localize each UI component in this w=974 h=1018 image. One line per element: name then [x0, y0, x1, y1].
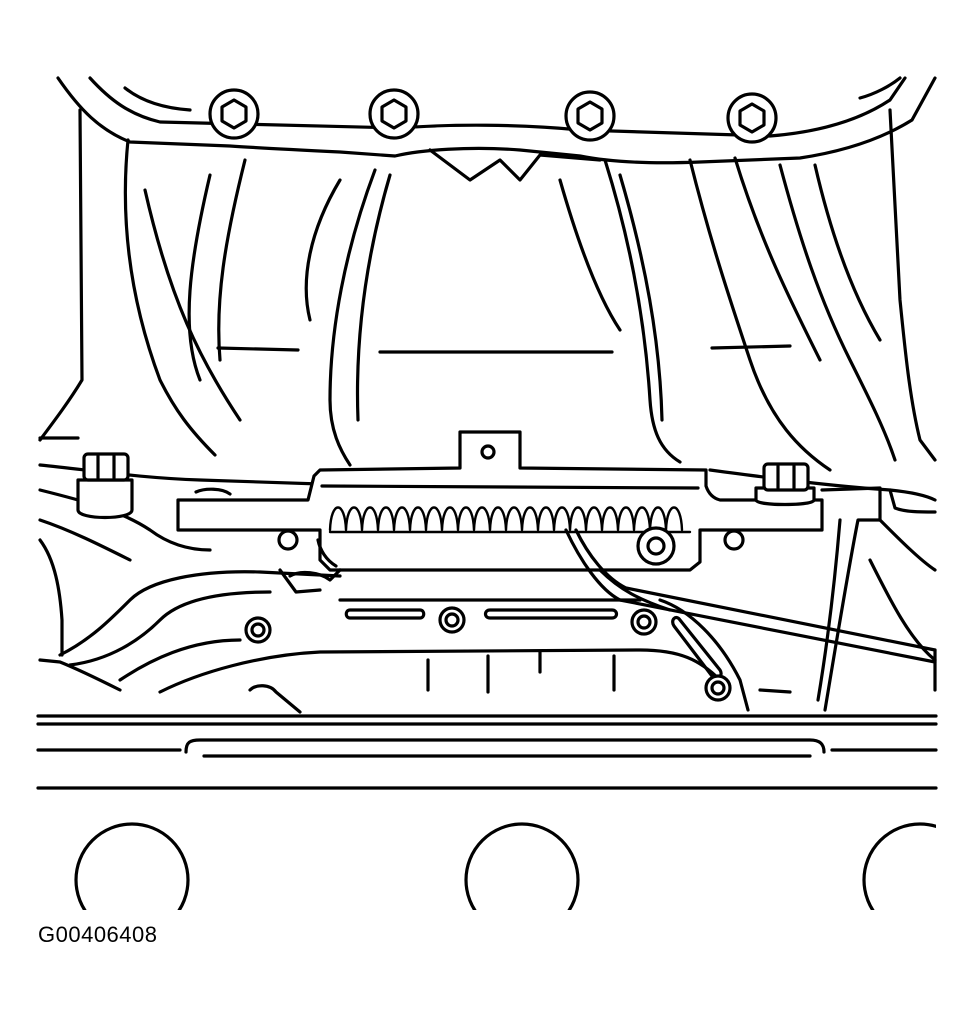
housing-bolt — [368, 88, 420, 140]
bell-housing-contours — [38, 108, 937, 472]
cylinder-bore — [464, 822, 580, 910]
tool-bolt-left — [76, 452, 134, 520]
tool-mounting-bolts — [76, 452, 816, 566]
figure-code-label: G00406408 — [38, 922, 158, 947]
stiffener-plate — [38, 568, 792, 714]
housing-bolt — [208, 88, 260, 140]
gear-tooth-profile — [328, 506, 684, 532]
crank-bolt — [636, 526, 676, 566]
flywheel-holder-tool — [176, 430, 824, 572]
housing-bolt — [564, 90, 616, 142]
cylinder-bore — [862, 822, 936, 910]
right-bracket — [816, 486, 882, 712]
ring-gear-teeth — [328, 506, 692, 534]
cylinder-bore — [74, 822, 190, 910]
housing-bolt-row — [208, 88, 778, 144]
cylinder-bores — [74, 822, 936, 910]
oil-pan-rail — [36, 714, 938, 790]
upper-housing-outline — [56, 76, 937, 165]
tool-bolt-right — [754, 462, 816, 507]
housing-bolt — [726, 92, 778, 144]
housing-dash-marks — [38, 344, 792, 440]
